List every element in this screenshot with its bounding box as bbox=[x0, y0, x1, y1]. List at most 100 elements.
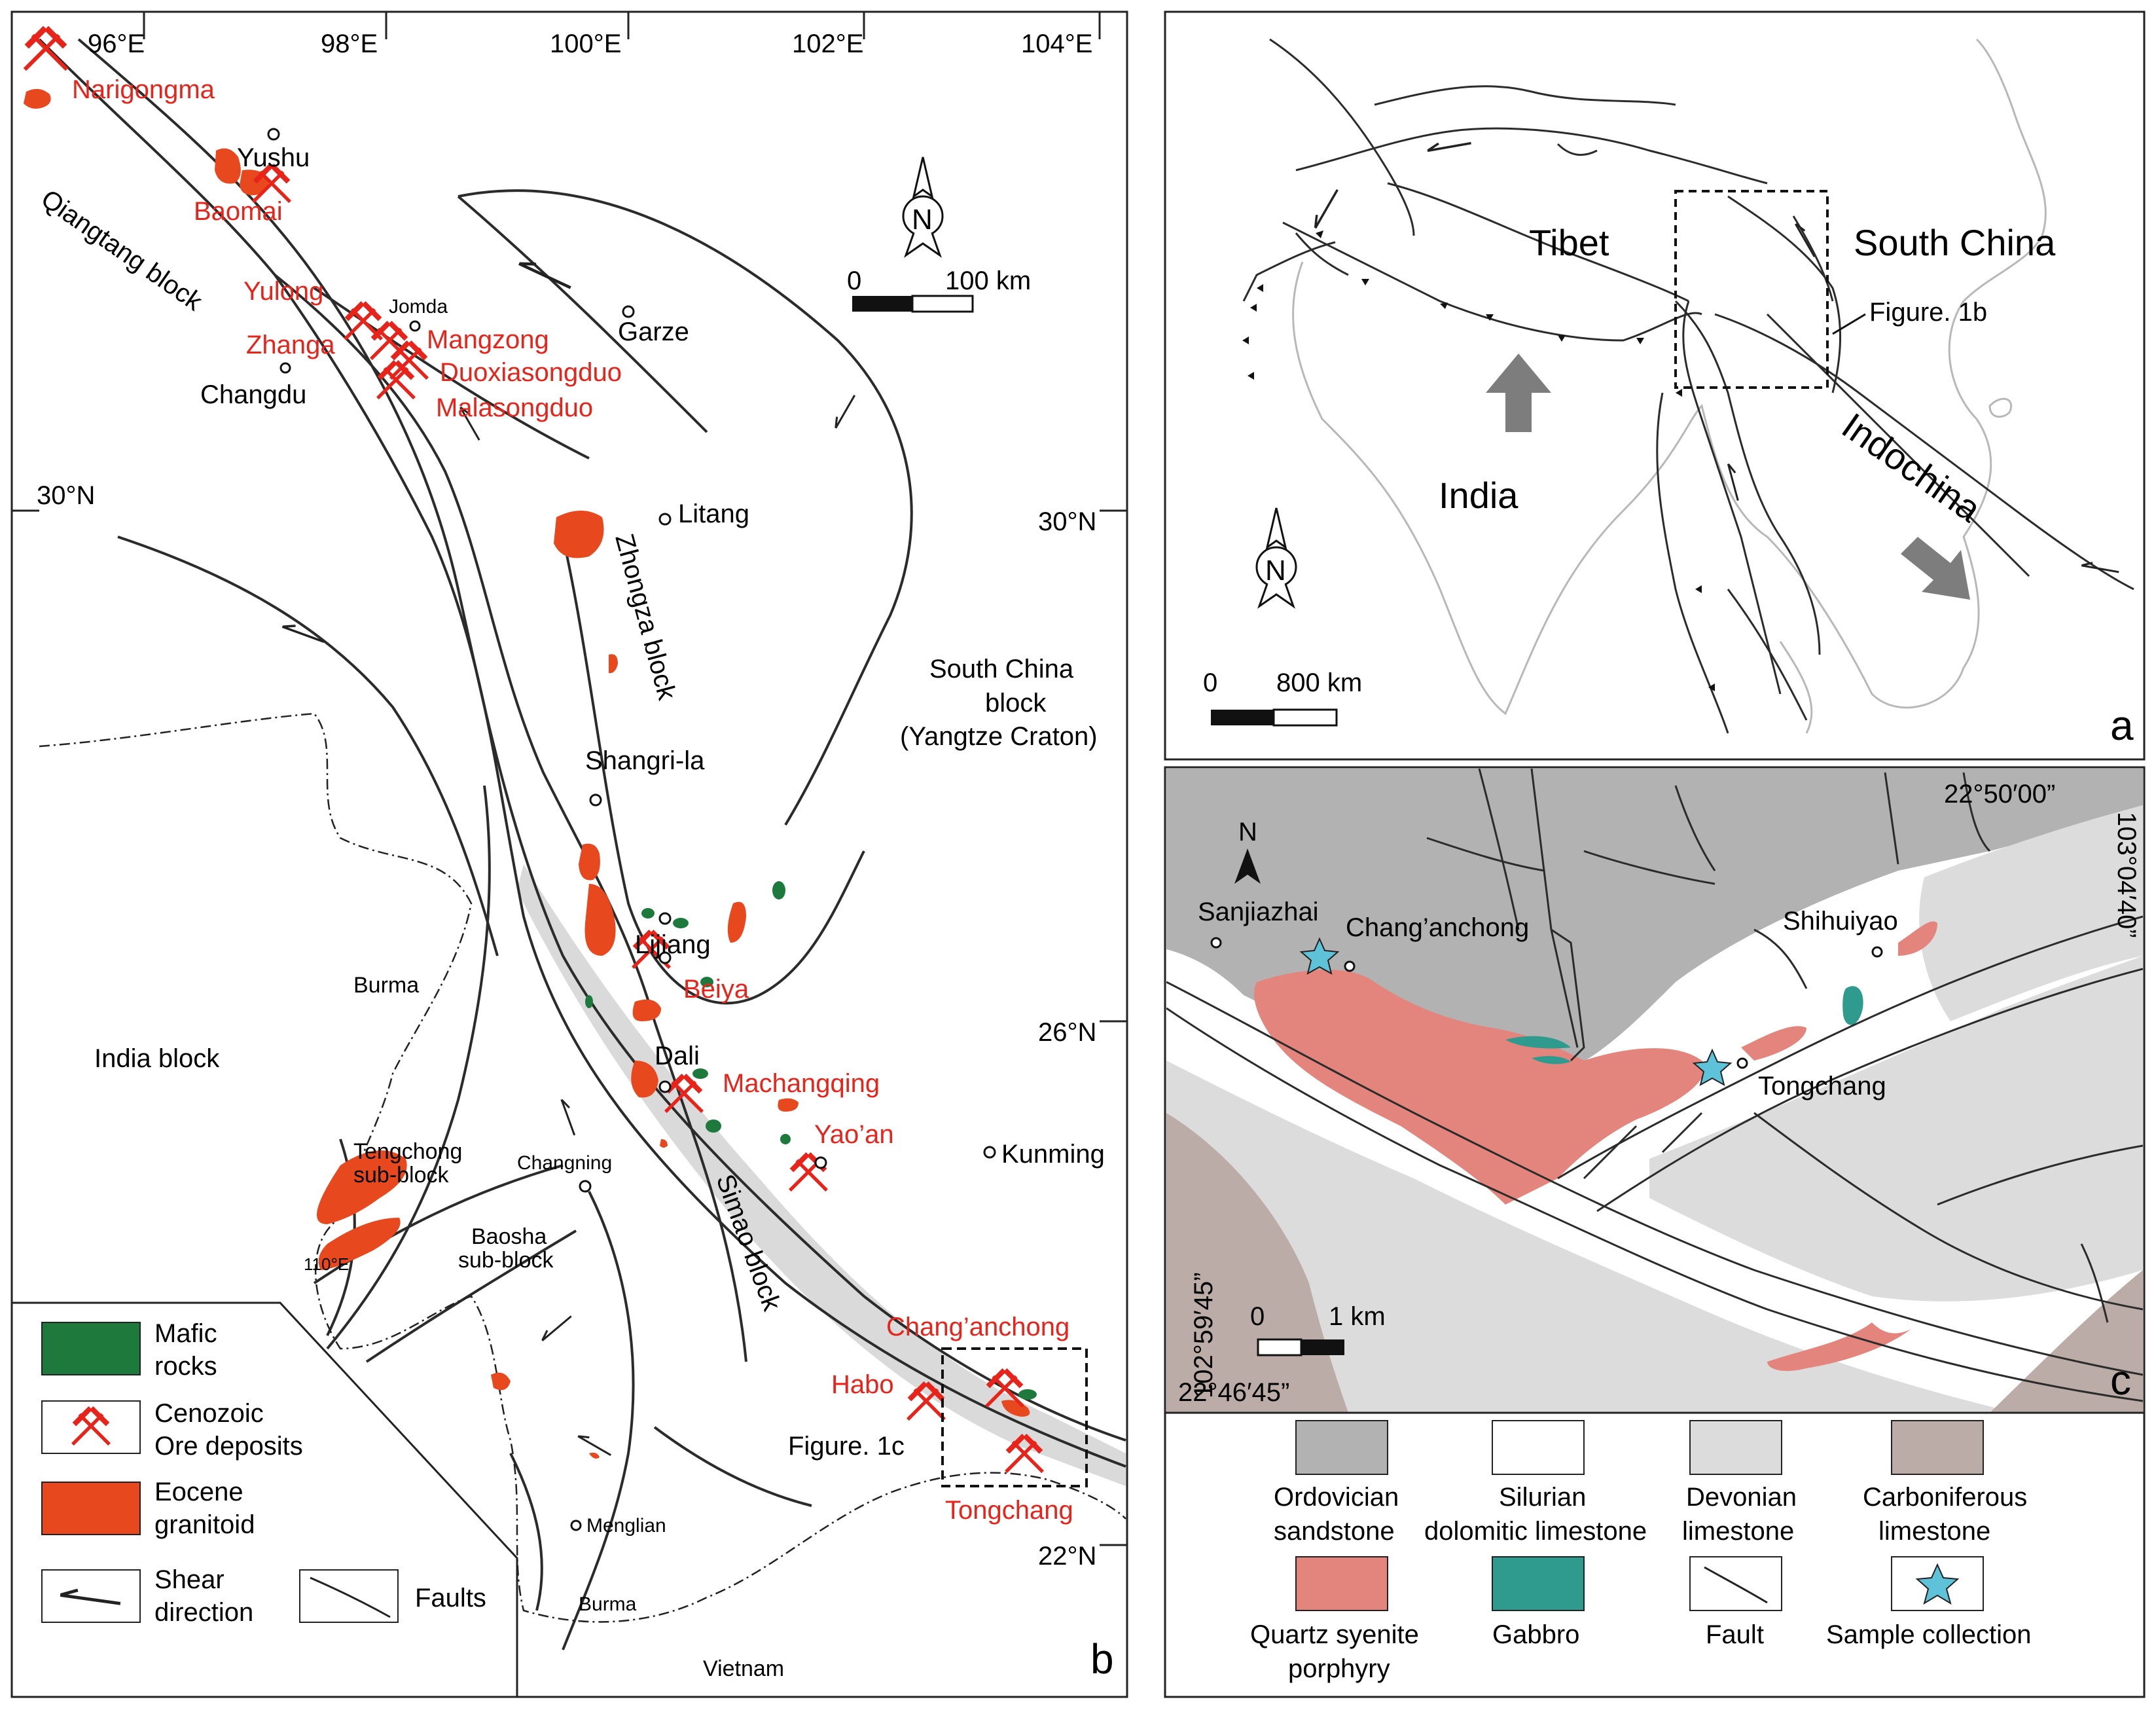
legend-label: granitoid bbox=[154, 1510, 255, 1539]
mafic-bodies bbox=[585, 881, 1037, 1400]
south-china-label: (Yangtze Craton) bbox=[900, 722, 1098, 751]
city-markers bbox=[267, 128, 996, 1531]
mafic bbox=[641, 908, 655, 919]
city-label: Kunming bbox=[1001, 1140, 1105, 1169]
legend-label: Ore deposits bbox=[154, 1432, 303, 1461]
legend-swatch-silurian bbox=[1492, 1420, 1585, 1475]
north-label: N bbox=[912, 204, 933, 236]
lon-label: 104°E bbox=[1021, 29, 1092, 58]
india-block-label: India block bbox=[94, 1044, 220, 1073]
mafic bbox=[772, 881, 785, 900]
legend-label: Carboniferous bbox=[1863, 1483, 2027, 1512]
figure-1c-ref: Figure. 1c bbox=[788, 1432, 905, 1461]
carboniferous-unit bbox=[1990, 1270, 2143, 1413]
legend-swatch-shear bbox=[41, 1569, 141, 1623]
coord-label: 102°59′45” bbox=[1189, 1272, 1218, 1398]
gabbro-unit bbox=[1532, 1056, 1571, 1064]
legend-b: Mafic rocks Cenozoic Ore deposits Eocene… bbox=[10, 1301, 518, 1698]
indochina-motion-arrow bbox=[1901, 537, 1970, 600]
north-arrow-a: N bbox=[1255, 507, 1297, 609]
syenite-unit bbox=[1254, 970, 1706, 1205]
lat-label: 30°N bbox=[37, 481, 95, 510]
syenite-unit bbox=[1741, 1026, 1806, 1061]
legend-label: Cenozoic bbox=[154, 1399, 264, 1428]
granitoid bbox=[727, 901, 746, 943]
ordovician-unit bbox=[1166, 769, 2143, 1078]
deposit-label: Baomai bbox=[194, 197, 283, 226]
city-label: Shangri-la bbox=[585, 746, 705, 775]
granitoid bbox=[317, 1150, 407, 1224]
tengchong-label: sub-block bbox=[353, 1163, 450, 1188]
legend-label: Shear bbox=[154, 1565, 225, 1594]
baosha-label: sub-block bbox=[458, 1248, 554, 1273]
coord-label: 22°50′00” bbox=[1944, 780, 2055, 809]
granitoid bbox=[491, 1372, 511, 1391]
figure-1b-ref: Figure. 1b bbox=[1869, 298, 1987, 327]
legend-swatch-syenite bbox=[1295, 1556, 1388, 1611]
scale-zero: 0 bbox=[1203, 668, 1217, 697]
panel-letter-c: c bbox=[2110, 1356, 2131, 1404]
south-china-label: block bbox=[985, 689, 1047, 718]
deposit-label: Chang’anchong bbox=[886, 1313, 1069, 1341]
coord-label: 103°04′40” bbox=[2112, 812, 2141, 938]
faults-a bbox=[1242, 38, 2134, 734]
syenite-unit bbox=[1767, 1322, 1911, 1372]
coastline bbox=[1292, 38, 2047, 716]
scale-value: 1 km bbox=[1329, 1302, 1386, 1331]
granitoid bbox=[24, 88, 51, 109]
deposit-label: Zhanga bbox=[246, 331, 335, 359]
deposit-label: Yulong bbox=[243, 277, 323, 306]
scale-bar-c: 0 1 km bbox=[1250, 1302, 1386, 1356]
deposit-label: Habo bbox=[831, 1370, 894, 1399]
deposit-label: Beiya bbox=[683, 975, 749, 1004]
mafic bbox=[1018, 1389, 1037, 1400]
granitoid-bodies bbox=[24, 88, 1030, 1459]
figure-1b-box bbox=[1674, 190, 1829, 389]
lat-label: 26°N bbox=[1038, 1018, 1096, 1047]
geologic-map bbox=[1166, 769, 2143, 1413]
scale-bar-a: 0 800 km bbox=[1203, 668, 1362, 727]
sample-star-icon bbox=[1299, 937, 1340, 975]
baosha-label: Baosha bbox=[471, 1224, 547, 1249]
scale-bar-b: 0 100 km bbox=[847, 266, 1031, 313]
lon-label: 98°E bbox=[321, 29, 378, 58]
city-label: Changdu bbox=[200, 380, 306, 409]
mafic bbox=[780, 1134, 791, 1144]
coastline bbox=[1988, 397, 2013, 418]
devonian-unit bbox=[1649, 956, 2143, 1301]
place-label: Chang’anchong bbox=[1346, 913, 1529, 942]
tibet-label: Tibet bbox=[1529, 222, 1609, 263]
legend-label: sandstone bbox=[1274, 1517, 1395, 1546]
north-arrow-c bbox=[1234, 848, 1261, 884]
legend-label: Faults bbox=[415, 1584, 486, 1612]
panel-a: Tibet South China India Indochina Figure… bbox=[1164, 10, 2146, 761]
mafic bbox=[700, 977, 713, 987]
city-label: Garze bbox=[618, 318, 689, 346]
granitoid bbox=[1001, 1400, 1030, 1417]
panel-letter-a: a bbox=[2110, 702, 2134, 749]
national-border bbox=[39, 712, 1126, 1623]
legend-label: limestone bbox=[1682, 1517, 1794, 1546]
panel-a-frame bbox=[1164, 10, 2146, 761]
panel-c: N 22°50′00” 103°04′40” 102°59′45” 22°46′… bbox=[1164, 766, 2146, 1698]
lon-label: 96°E bbox=[88, 29, 145, 58]
legend-c: Ordovician sandstone Silurian dolomitic … bbox=[1250, 1420, 2032, 1683]
legend-label: Silurian bbox=[1499, 1483, 1586, 1512]
city-label: Jomda bbox=[389, 296, 448, 318]
city-label: Yushu bbox=[237, 143, 310, 172]
deposit-label: Tongchang bbox=[945, 1496, 1073, 1525]
legend-label: Quartz syenite bbox=[1250, 1620, 1419, 1649]
lat-label: 30°N bbox=[1038, 507, 1096, 536]
tengchong-label: Tengchong bbox=[353, 1139, 462, 1164]
granitoid bbox=[631, 1061, 658, 1098]
legend-label: porphyry bbox=[1288, 1654, 1390, 1683]
coord-label: 22°46′45” bbox=[1178, 1378, 1289, 1407]
mafic bbox=[585, 995, 593, 1008]
panel-b: 96°E 98°E 100°E 102°E 104°E 30°N 30°N 26… bbox=[10, 10, 1128, 1698]
legend-label: Devonian bbox=[1686, 1483, 1797, 1512]
south-china-label: South China bbox=[1854, 222, 2056, 263]
scale-value: 100 km bbox=[945, 266, 1031, 295]
place-label: Tongchang bbox=[1758, 1072, 1886, 1101]
legend-label: limestone bbox=[1878, 1517, 1990, 1546]
